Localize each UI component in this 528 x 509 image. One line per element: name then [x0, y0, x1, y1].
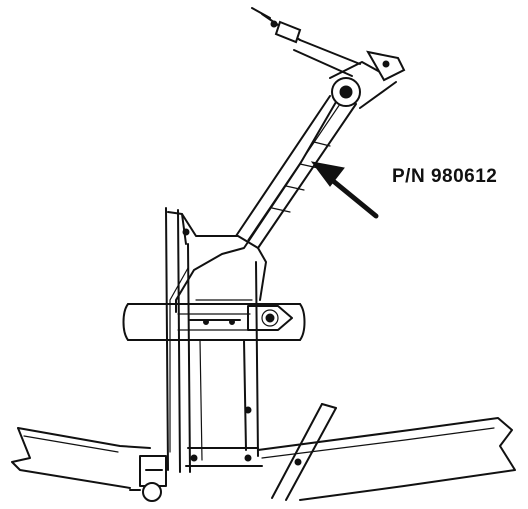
diagonal-strut: [271, 403, 337, 501]
vertical-mast: [165, 207, 263, 473]
top-mechanism: [251, 7, 406, 82]
pivot-joint: [329, 61, 397, 109]
cable-line: [169, 101, 337, 453]
upper-bracket: [167, 211, 267, 301]
bottom-hardware: [129, 455, 167, 502]
horizontal-tube: [122, 303, 306, 341]
pointer-arrow: [310, 161, 379, 219]
lower-fairing-left: [11, 427, 151, 489]
lower-fairing-right: [257, 417, 516, 501]
tube-clamp: [189, 305, 293, 331]
part-number-label: P/N 980612: [392, 166, 498, 187]
